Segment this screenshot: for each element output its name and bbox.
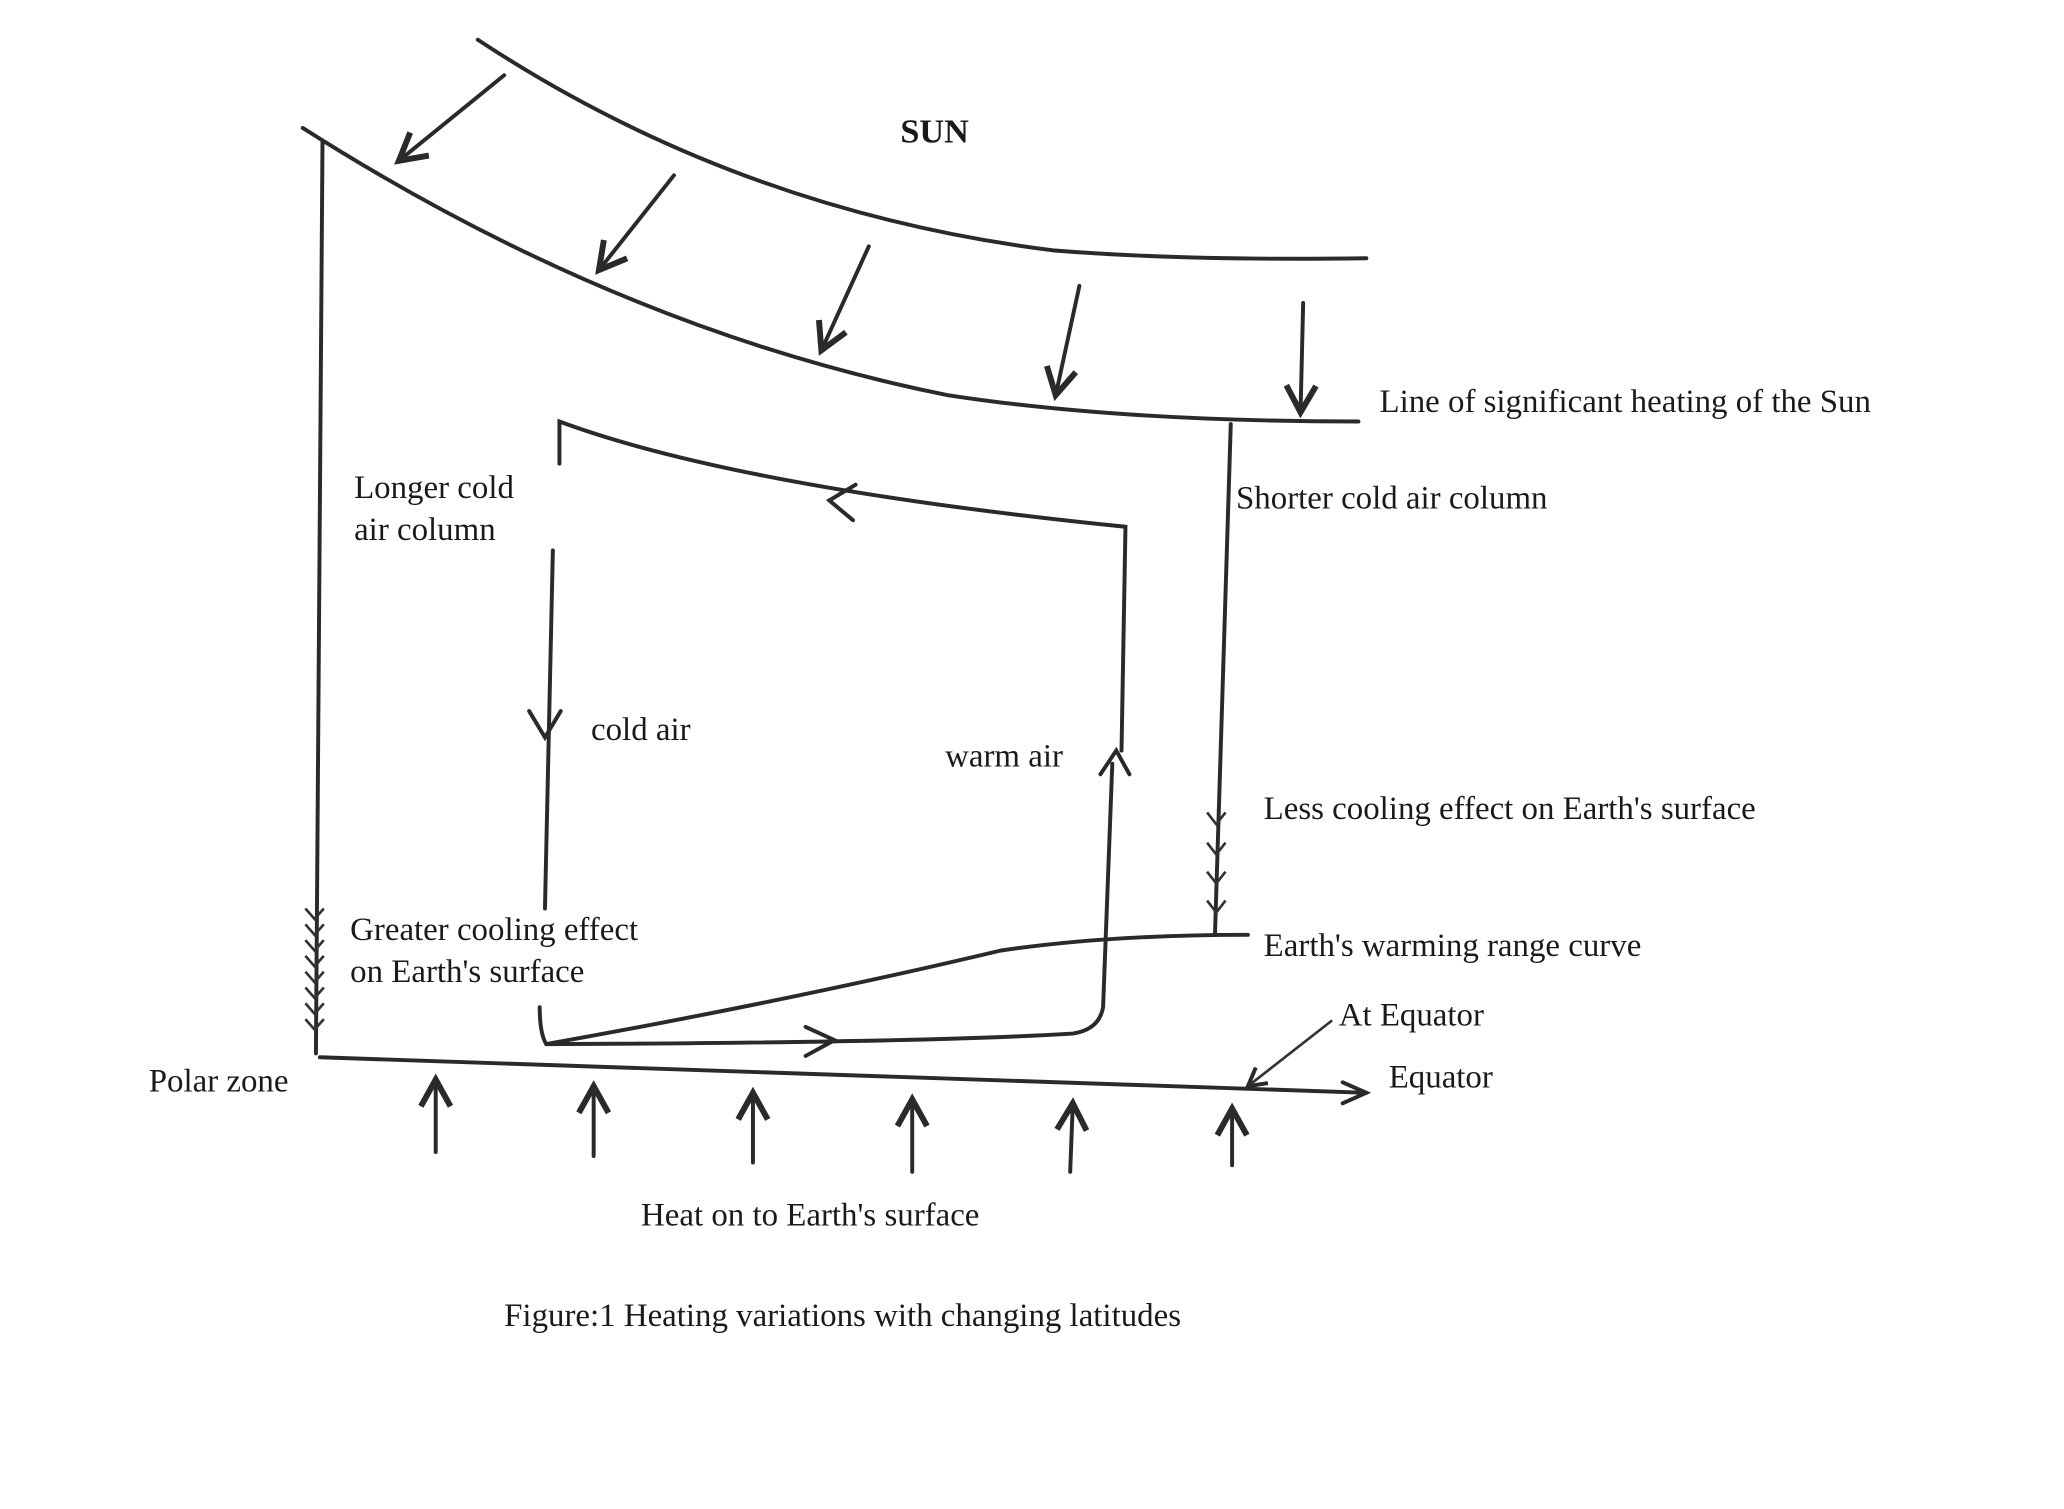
greater-cooling-label-2: on Earth's surface xyxy=(350,954,584,990)
greater-cooling-label-1: Greater cooling effect xyxy=(350,912,638,948)
top-flow-arrowhead xyxy=(825,482,858,523)
shorter-cold-column-line xyxy=(1212,422,1233,937)
warming-range-curve xyxy=(544,932,1250,1047)
at-equator-pointer xyxy=(1248,1019,1333,1086)
warm-air-label: warm air xyxy=(945,738,1063,774)
heat-surface-label: Heat on to Earth's surface xyxy=(641,1198,979,1234)
equator-label: Equator xyxy=(1389,1060,1493,1096)
bottom-flow-arrowhead xyxy=(803,1025,839,1058)
figure-caption: Figure:1 Heating variations with changin… xyxy=(504,1298,1181,1334)
cold-air-arrowhead xyxy=(527,709,563,742)
sun-label: SUN xyxy=(900,113,969,150)
shorter-column-label: Shorter cold air column xyxy=(1236,480,1547,516)
warm-air-arrowhead xyxy=(1098,746,1132,777)
less-cooling-label: Less cooling effect on Earth's surface xyxy=(1264,791,1756,827)
earth-surface-line xyxy=(317,1055,1369,1095)
warming-curve-label: Earth's warming range curve xyxy=(1264,928,1642,964)
heat-arrows xyxy=(436,1080,1232,1174)
sun-rays xyxy=(399,73,1303,412)
cold-air-label: cold air xyxy=(591,712,691,748)
sun-outer-curve xyxy=(475,37,1369,261)
sun-heating-line xyxy=(300,125,1361,424)
at-equator-label: At Equator xyxy=(1339,998,1484,1034)
longer-column-label-1: Longer cold xyxy=(354,470,514,506)
less-cooling-arrows xyxy=(1206,811,1227,915)
polar-zone-label: Polar zone xyxy=(149,1063,289,1099)
longer-cold-column-line xyxy=(313,139,325,1056)
circulation-cell xyxy=(537,418,1128,1047)
line-of-heating-label: Line of significant heating of the Sun xyxy=(1380,384,1871,420)
greater-cooling-arrows xyxy=(304,907,325,1032)
longer-column-label-2: air column xyxy=(354,512,496,548)
equator-arrowhead xyxy=(1340,1080,1372,1106)
